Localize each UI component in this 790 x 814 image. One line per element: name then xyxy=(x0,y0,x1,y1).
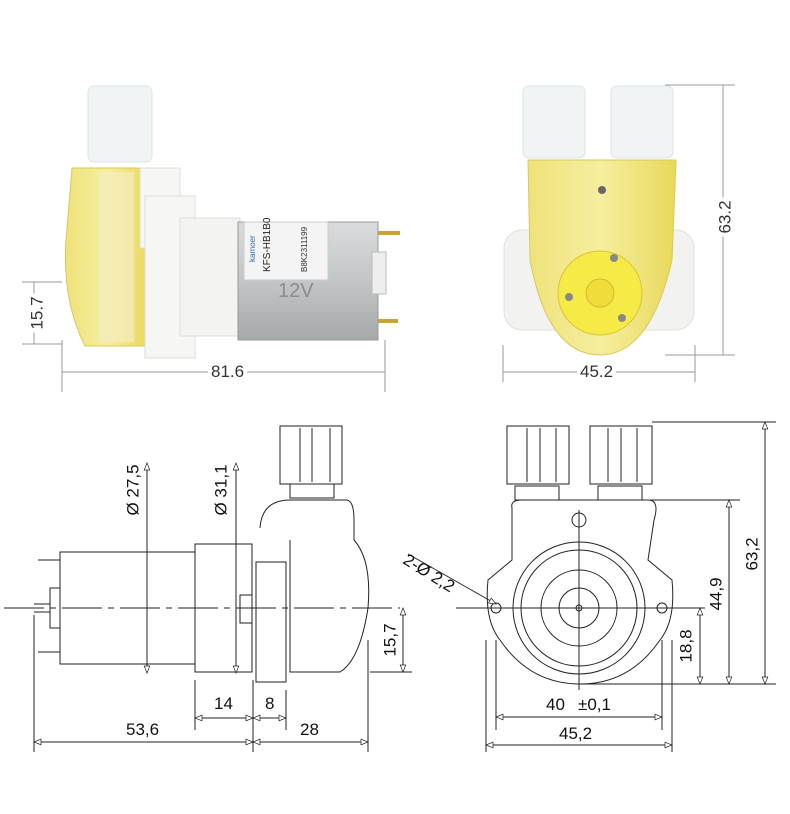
dim-hole-tolerance: ±0,1 xyxy=(578,695,611,714)
dim-axis-offset: 15,7 xyxy=(380,623,400,657)
dim-pump-head-length: 28 xyxy=(300,720,319,739)
dim-total-width: 45,2 xyxy=(559,724,593,743)
dim-gearbox-diameter: Ø 31,1 xyxy=(211,464,231,516)
photo-front-view xyxy=(502,84,735,382)
motor-model-label: KFS-HB1B0 xyxy=(262,217,273,272)
dim-gearbox-length: 14 xyxy=(214,694,233,713)
dim-motor-length: 53,6 xyxy=(126,720,160,739)
diameter-symbol: Ø xyxy=(123,502,143,516)
photo-dim-height-offset: 15.7 xyxy=(27,293,48,333)
diameter-symbol: Ø xyxy=(211,502,231,516)
photo-dim-height: 63.2 xyxy=(715,197,736,237)
motor-batch-label: B8K2311199 xyxy=(300,226,309,272)
motor-brand-label: kamoer xyxy=(248,235,257,262)
photo-dim-width: 45.2 xyxy=(577,362,617,382)
drawing-side-view xyxy=(4,425,412,752)
dim-hole-height: 18,8 xyxy=(676,629,696,663)
dim-hole-spacing: 40 xyxy=(546,695,565,714)
dim-body-height: 44,9 xyxy=(706,577,726,611)
dim-flange-length: 8 xyxy=(265,694,275,713)
dim-motor-diameter: Ø 27,5 xyxy=(123,464,143,516)
dim-total-height: 63,2 xyxy=(742,537,762,571)
drawing-front-view xyxy=(407,421,776,752)
photo-dim-length: 81.6 xyxy=(208,362,248,382)
photo-side-view xyxy=(22,85,400,392)
motor-voltage-label: 12V xyxy=(278,280,314,302)
